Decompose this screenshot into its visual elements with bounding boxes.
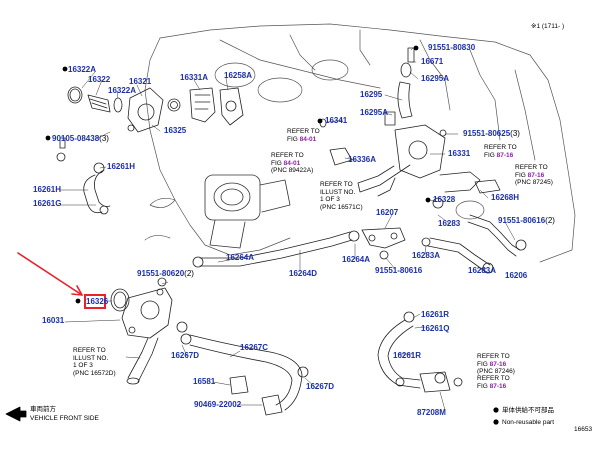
highlight-arrow — [17, 252, 83, 296]
note-refer-fig-87-16[interactable]: REFER TO FIG 87-16 — [484, 144, 517, 159]
thermostat-group — [59, 86, 244, 149]
note-refer-fig-84-01-pnc[interactable]: REFER TO FIG 84-01 (PNC 89422A) — [271, 152, 314, 174]
part-label-91551-80616[interactable]: 91551-80616 — [375, 266, 423, 275]
part-label-16267C[interactable]: 16267C — [240, 343, 269, 352]
vehicle-front-label-jp: 車両前方 — [30, 406, 56, 413]
non-reusable-dots — [45, 45, 499, 425]
applicability-code: ※1 (1711- ) — [531, 23, 565, 30]
part-label-16261H[interactable]: 16261H — [107, 162, 136, 171]
part-label-16326[interactable]: 16326 — [86, 297, 109, 306]
part-label-16261R[interactable]: 16261R — [421, 310, 450, 319]
highlight-box — [84, 294, 106, 309]
engine-block-outline — [144, 23, 576, 263]
part-label-16261R[interactable]: 16261R — [393, 351, 422, 360]
note-refer-fig-87-16-pnc-87246[interactable]: REFER TO FIG 87-16 (PNC 87246) — [477, 353, 515, 375]
note-refer-illust-16571C[interactable]: REFER TO ILLUST NO. 1 OF 3 (PNC 16571C) — [320, 181, 363, 211]
part-label-16264A[interactable]: 16264A — [342, 255, 371, 264]
part-label-16264A[interactable]: 16264A — [226, 253, 255, 262]
part-label-16295[interactable]: 16295 — [360, 90, 383, 99]
part-label-90105-08438[interactable]: 90105-08438(3) — [52, 134, 109, 143]
part-label-91551-80830[interactable]: 91551-80830 — [428, 43, 476, 52]
part-label-16258A[interactable]: 16258A — [224, 71, 253, 80]
water-outlet-group — [319, 47, 481, 197]
part-label-16295A[interactable]: 16295A — [421, 74, 450, 83]
part-label-16581[interactable]: 16581 — [193, 377, 216, 386]
vehicle-front-label: VEHICLE FRONT SIDE — [30, 415, 99, 422]
legend-non-reusable-label: Non-reusable part — [502, 419, 555, 426]
part-label-16206[interactable]: 16206 — [505, 271, 528, 280]
part-label-16341[interactable]: 16341 — [325, 116, 348, 125]
legend-not-sold-label: 単体供給不可部品 — [502, 407, 554, 414]
water-inlet-group — [110, 277, 173, 385]
part-label-16031[interactable]: 16031 — [42, 316, 65, 325]
part-label-87208M[interactable]: 87208M — [417, 408, 446, 417]
part-label-16267D[interactable]: 16267D — [171, 351, 200, 360]
part-label-90469-22002[interactable]: 90469-22002 — [194, 400, 242, 409]
note-refer-illust-16572D[interactable]: REFER TO ILLUST NO. 1 OF 3 (PNC 16572D) — [73, 347, 116, 377]
part-label-16322A[interactable]: 16322A — [108, 86, 137, 95]
hose-16261 — [56, 152, 111, 215]
part-label-16331A[interactable]: 16331A — [180, 73, 209, 82]
throttle-body — [204, 174, 291, 249]
note-refer-fig-87-16-pnc-87245[interactable]: REFER TO FIG 87-16 (PNC 87245) — [515, 164, 553, 186]
diagram-id: 16653 — [574, 426, 593, 433]
part-label-16295A[interactable]: 16295A — [360, 108, 389, 117]
part-label-91551-80625[interactable]: 91551-80625(3) — [463, 129, 520, 138]
part-label-16261G[interactable]: 16261G — [33, 199, 62, 208]
hose-16261R — [377, 311, 463, 393]
vehicle-front-arrow-icon — [5, 406, 27, 422]
part-label-16331[interactable]: 16331 — [448, 149, 471, 158]
leader-lines — [59, 47, 516, 411]
part-label-91551-80616[interactable]: 91551-80616(2) — [498, 216, 555, 225]
part-label-16264D[interactable]: 16264D — [289, 269, 318, 278]
part-label-16261H[interactable]: 16261H — [33, 185, 62, 194]
part-label-16671[interactable]: 16671 — [421, 57, 444, 66]
pipe-16264D — [192, 230, 360, 268]
note-refer-fig-87-16-b[interactable]: REFER TO FIG 87-16 — [477, 375, 510, 390]
part-label-16328[interactable]: 16328 — [433, 195, 456, 204]
part-label-16322[interactable]: 16322 — [88, 75, 111, 84]
part-label-91551-80620[interactable]: 91551-80620(2) — [137, 269, 194, 278]
part-label-16207[interactable]: 16207 — [376, 208, 399, 217]
hose-16267C — [176, 321, 309, 416]
part-label-16283A[interactable]: 16283A — [412, 251, 441, 260]
part-label-16283[interactable]: 16283 — [438, 219, 461, 228]
part-label-16268H[interactable]: 16268H — [491, 193, 520, 202]
part-label-16283A[interactable]: 16283A — [468, 266, 497, 275]
part-label-16261Q[interactable]: 16261Q — [421, 324, 450, 333]
pipe-16283 — [421, 179, 527, 274]
note-refer-fig-84-01[interactable]: REFER TO FIG 84-01 — [287, 128, 320, 143]
part-label-16325[interactable]: 16325 — [164, 126, 187, 135]
part-label-16336A[interactable]: 16336A — [348, 155, 377, 164]
part-label-16321[interactable]: 16321 — [129, 77, 152, 86]
part-label-16267D[interactable]: 16267D — [306, 382, 335, 391]
part-label-16322A[interactable]: 16322A — [68, 65, 97, 74]
bracket-16207 — [361, 227, 406, 260]
